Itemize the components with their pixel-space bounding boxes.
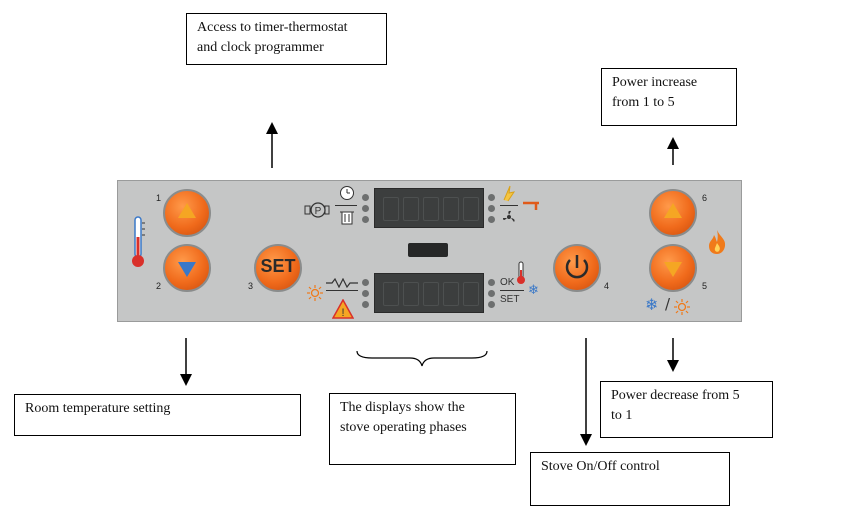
set-button[interactable]: SET	[254, 244, 302, 292]
arrow-down-icon	[178, 262, 196, 277]
button-number-3: 3	[248, 281, 254, 291]
led-upper-left-1	[362, 194, 369, 201]
upper-display	[374, 188, 484, 228]
led-lower-left-3	[362, 301, 369, 308]
arrow-up-icon	[178, 203, 196, 218]
tap-icon	[522, 198, 540, 212]
displays-brace	[356, 350, 488, 367]
ok-label: OK	[500, 277, 515, 288]
set-button-label: SET	[260, 256, 296, 276]
sun-icon	[307, 285, 323, 301]
svg-text:!: !	[341, 307, 344, 319]
room-temp-up-button[interactable]	[163, 189, 211, 237]
power-increase-button[interactable]	[649, 189, 697, 237]
button-number-6: 6	[702, 193, 708, 203]
power-icon	[565, 255, 589, 279]
svg-text:P: P	[315, 206, 322, 217]
callout-power-decrease: Power decrease from 5 to 1	[600, 381, 773, 438]
divider-line	[335, 205, 357, 206]
slash-divider: /	[665, 295, 671, 313]
button-number-2: 2	[156, 281, 162, 291]
led-upper-right-1	[488, 194, 495, 201]
divider-line	[500, 290, 524, 291]
warning-icon: !	[331, 298, 355, 319]
arrow-up-icon	[664, 203, 682, 218]
led-lower-right-2	[488, 290, 495, 297]
thermometer-icon	[130, 215, 146, 269]
led-upper-left-3	[362, 216, 369, 223]
sun-icon	[674, 299, 690, 315]
arrow-down-icon	[664, 262, 682, 277]
callout-on-off: Stove On/Off control	[530, 452, 730, 506]
small-thermometer-icon	[516, 261, 526, 285]
snowflake-icon: ❄	[645, 295, 659, 314]
snowflake-icon: ❄	[528, 283, 539, 298]
flame-icon	[706, 229, 728, 255]
button-number-5: 5	[702, 281, 708, 291]
resistor-icon	[326, 275, 358, 289]
ignition-icon	[500, 184, 518, 202]
clock-icon	[339, 185, 355, 201]
pump-p-icon: P	[304, 201, 330, 219]
callout-power-increase: Power increase from 1 to 5	[601, 68, 737, 126]
lower-display	[374, 273, 484, 313]
led-upper-left-2	[362, 205, 369, 212]
button-number-4: 4	[604, 281, 610, 291]
divider-line	[326, 290, 358, 291]
button-number-1: 1	[156, 193, 162, 203]
led-lower-right-3	[488, 301, 495, 308]
led-lower-left-2	[362, 290, 369, 297]
callout-timer: Access to timer-thermostat and clock pro…	[186, 13, 387, 65]
power-decrease-button[interactable]	[649, 244, 697, 292]
fan-icon	[501, 209, 517, 225]
led-upper-right-2	[488, 205, 495, 212]
led-upper-right-3	[488, 216, 495, 223]
callout-room-temp: Room temperature setting	[14, 394, 301, 436]
led-lower-left-1	[362, 279, 369, 286]
room-temp-down-button[interactable]	[163, 244, 211, 292]
divider-line	[500, 205, 518, 206]
stove-control-panel: 1 2 SET 3 P	[117, 180, 742, 322]
set-small-label: SET	[500, 294, 520, 305]
led-lower-right-1	[488, 279, 495, 286]
waste-bin-icon	[340, 209, 354, 225]
status-mini-display	[408, 243, 448, 257]
callout-displays: The displays show the stove operating ph…	[329, 393, 516, 465]
power-on-off-button[interactable]	[553, 244, 601, 292]
